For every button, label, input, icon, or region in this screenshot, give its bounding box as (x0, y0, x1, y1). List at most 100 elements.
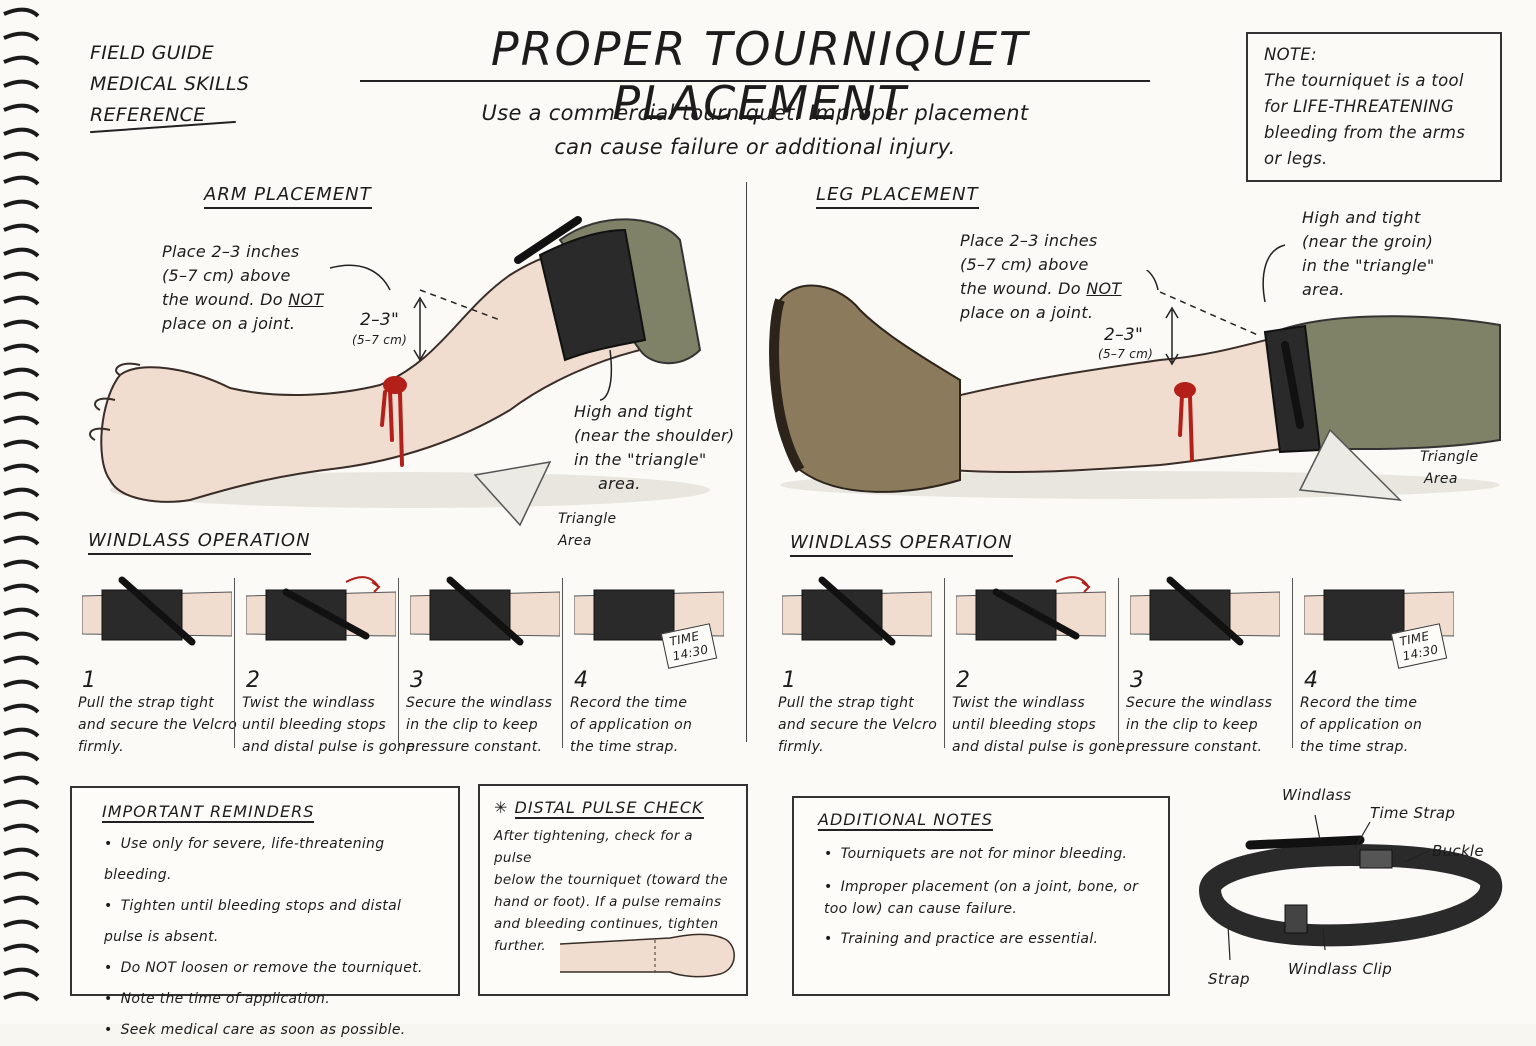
spiral-coil (3, 775, 40, 786)
windlass-label: Windlass (1282, 786, 1352, 804)
leg-heading-text: LEG PLACEMENT (816, 184, 979, 209)
strap-pointer (1227, 924, 1231, 961)
spiral-coil (3, 463, 40, 474)
spiral-coil (3, 847, 40, 858)
step-separator (1118, 578, 1119, 748)
leg-high-arrow-path (1262, 244, 1286, 303)
spiral-coil (3, 559, 40, 570)
step-line: firmly. (778, 739, 824, 755)
pulse-check-box: ✳ DISTAL PULSE CHECK After tightening, c… (478, 784, 748, 996)
annotation-line: Place 2–3 inches (162, 242, 300, 261)
step-line: pressure constant. (406, 739, 543, 755)
spiral-coil (3, 55, 40, 66)
spiral-coil (3, 895, 40, 906)
pulse-line: further. (494, 938, 547, 954)
leg-high-annotation: High and tight (near the groin) in the "… (1302, 206, 1435, 302)
arm-heading-text: ARM PLACEMENT (204, 184, 372, 209)
leg-high-arrow (1262, 244, 1286, 303)
subtitle-line: Use a commercial tourniquet. Improper pl… (481, 101, 1029, 125)
note-line: bleeding from the arms (1264, 123, 1466, 142)
spiral-coil (3, 535, 40, 546)
annotation-line: place on a joint. (960, 303, 1094, 322)
windlass-rod (1245, 835, 1365, 850)
leg-triangle-label: Triangle Area (1420, 446, 1478, 490)
arm-place-annotation: Place 2–3 inches (5–7 cm) above the woun… (162, 240, 323, 336)
clip-pointer (1322, 927, 1326, 951)
note-line: or legs. (1264, 149, 1328, 168)
step-line: and secure the Velcro (778, 717, 938, 733)
strap-label: Strap (1208, 970, 1250, 988)
leg-pant (1278, 315, 1501, 451)
windlass-step-illustration (410, 576, 560, 646)
spiral-coil (3, 367, 40, 378)
arm-placement-heading: ARM PLACEMENT (204, 184, 372, 209)
step-description: Pull the strap tight and secure the Velcr… (778, 692, 937, 758)
arm-triangle-label: Triangle Area (558, 508, 616, 552)
spiral-coil (3, 919, 40, 930)
spiral-coil (3, 343, 40, 354)
spiral-coil (3, 487, 40, 498)
step-line: of application on (570, 717, 693, 733)
step-line: Record the time (1300, 695, 1418, 711)
page-title: PROPER TOURNIQUET PLACEMENT (490, 22, 1030, 130)
pulse-heading: ✳ DISTAL PULSE CHECK (494, 798, 732, 819)
boot-sole (769, 298, 805, 473)
additional-notes-box: ADDITIONAL NOTES Tourniquets are not for… (792, 796, 1170, 996)
annotation-text: the wound. Do (960, 279, 1081, 298)
tourniquet-parts-diagram (1198, 814, 1503, 961)
spiral-coil (3, 271, 40, 282)
triangle-line: Triangle (558, 511, 617, 527)
step-line: Pull the strap tight (778, 695, 915, 711)
time-strap-label: Time Strap (1370, 804, 1456, 822)
pulse-heading-text: DISTAL PULSE CHECK (514, 798, 704, 819)
step-line: pressure constant. (1126, 739, 1263, 755)
spiral-coil (3, 103, 40, 114)
spiral-coil (3, 199, 40, 210)
buckle-pointer (1404, 849, 1431, 863)
pulse-line: After tightening, check for a pulse (494, 828, 693, 866)
arm-illustration (89, 216, 710, 527)
spiral-coil (3, 31, 40, 42)
step-line: of application on (1300, 717, 1423, 733)
spiral-coil (3, 79, 40, 90)
step-separator (234, 578, 235, 748)
windlass-step-illustration (1304, 589, 1454, 641)
reminders-list: Use only for severe, life-threatening bl… (94, 829, 436, 1046)
step-line: until bleeding stops (242, 717, 386, 733)
step-number: 3 (1130, 668, 1145, 693)
windlass-step-illustration (956, 576, 1106, 641)
spiral-binding (3, 7, 40, 1002)
annotation-line: (near the groin) (1302, 232, 1434, 251)
clip-shape (1284, 904, 1308, 934)
hand-fingers (89, 362, 141, 441)
leg-guide-line (1159, 291, 1261, 337)
field-guide-line: FIELD GUIDE (90, 42, 214, 64)
spiral-coil (3, 655, 40, 666)
step-line: and distal pulse is gone. (952, 739, 1130, 755)
windlass-step-illustration (574, 589, 724, 641)
windlass-step-illustration (246, 576, 396, 641)
arm-measure-cm: (5–7 cm) (352, 333, 408, 347)
step-number: 2 (246, 668, 261, 693)
spiral-coil (3, 679, 40, 690)
annotation-line: (5–7 cm) above (960, 255, 1089, 274)
annotation-line: in the "triangle" (574, 450, 707, 469)
note-line: for LIFE-THREATENING (1264, 97, 1454, 116)
step-separator (1292, 578, 1293, 748)
annotation-line: the wound. Do NOT (960, 277, 1121, 301)
arm-windlass-rod (514, 216, 582, 264)
title-underline (360, 80, 1150, 82)
leg-measure-heads (1165, 306, 1179, 366)
spiral-coil (3, 127, 40, 138)
arm-triangle-area (473, 461, 552, 527)
field-guide-line: MEDICAL SKILLS (90, 73, 250, 95)
leg-placement-heading: LEG PLACEMENT (816, 184, 979, 209)
spiral-coil (3, 223, 40, 234)
triangle-line: Area (558, 533, 592, 549)
pulse-line: and bleeding continues, tighten (494, 916, 719, 932)
